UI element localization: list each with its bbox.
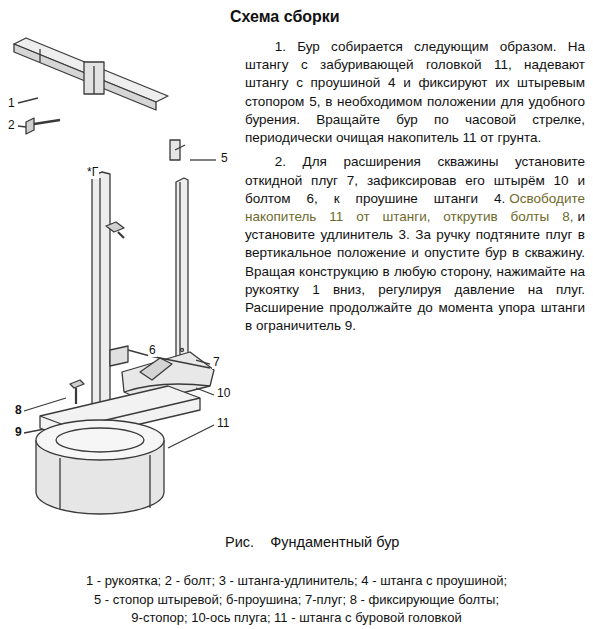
callout-number: *Г (86, 166, 99, 179)
instruction-text: и установите удлинитель 3. За ручку подт… (245, 209, 585, 333)
drum (36, 386, 200, 514)
legend-line: 1 - рукоятка; 2 - болт; 3 - штанга-удлин… (0, 573, 593, 588)
callout-number: 9 (14, 426, 23, 439)
leader-line (24, 398, 66, 411)
callout-number: 10 (216, 387, 231, 400)
extension-bar (176, 178, 188, 360)
paragraph: 2. Для расширения скважины установите от… (245, 153, 585, 335)
leader-line (196, 388, 214, 395)
callout-number: 7 (212, 356, 221, 369)
paragraph: 1. Бур собирается следующим образом. На … (245, 38, 585, 147)
legend-line: 9-стопор; 10-ось плуга; 11 - штанга с бу… (0, 610, 593, 625)
bolt (70, 380, 84, 404)
handle (14, 38, 185, 160)
leader-line (18, 98, 38, 103)
callout-number: 5 (220, 152, 229, 165)
caption: Рис. Фундаментный бур (225, 534, 399, 550)
title: Схема сборки (230, 8, 340, 26)
callout-number: 2 (7, 119, 16, 132)
leader-line (18, 126, 26, 127)
callout-number: 1 (7, 97, 16, 110)
leader-line (196, 360, 210, 364)
legend-line: 5 - стопор штыревой; б-проушина; 7-плуг;… (0, 592, 593, 607)
callout-number: 11 (216, 417, 230, 430)
callout-number: 6 (148, 344, 157, 357)
bolt (26, 118, 60, 134)
callout-number: 8 (14, 404, 23, 417)
leader-line (168, 425, 214, 448)
leader-line (190, 159, 216, 160)
